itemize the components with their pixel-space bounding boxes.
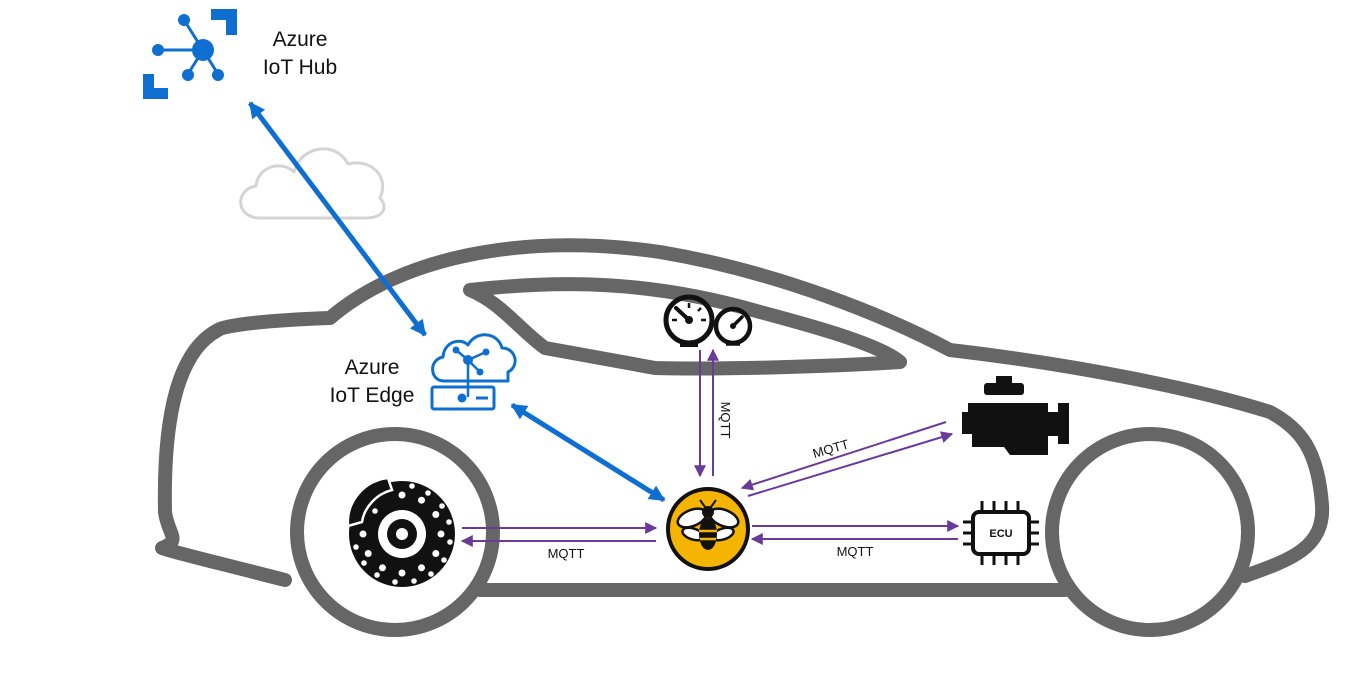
ecu-chip-label: ECU: [989, 528, 1012, 540]
car-outline: [155, 238, 1330, 637]
edge-broker-arrow: [510, 402, 666, 503]
disc-brake-icon: [346, 476, 455, 587]
mqtt-arrow-to-engine: [747, 431, 954, 497]
hub-label-line2: IoT Hub: [263, 56, 337, 79]
mqtt-arrow-from-engine: [740, 421, 947, 491]
hub-edge-arrow: [248, 101, 427, 337]
mqtt-links: [460, 348, 960, 547]
mqtt-label-gauges: MQTT: [718, 402, 733, 439]
mqtt-label-ecu: MQTT: [837, 544, 874, 559]
hivemq-bee-icon: [666, 487, 750, 571]
dashboard-gauges-icon: [663, 294, 753, 347]
mqtt-label-engine: MQTT: [811, 436, 851, 461]
azure-iot-edge-icon: [430, 333, 517, 411]
azure-iot-hub-icon: [143, 9, 237, 99]
hub-label-line1: Azure: [273, 28, 328, 51]
edge-label-line2: IoT Edge: [330, 384, 415, 407]
engine-icon: [962, 376, 1069, 455]
mqtt-label-brake: MQTT: [548, 546, 585, 561]
edge-label-line1: Azure: [345, 356, 400, 379]
ecu-chip-icon: ECU: [963, 501, 1039, 565]
